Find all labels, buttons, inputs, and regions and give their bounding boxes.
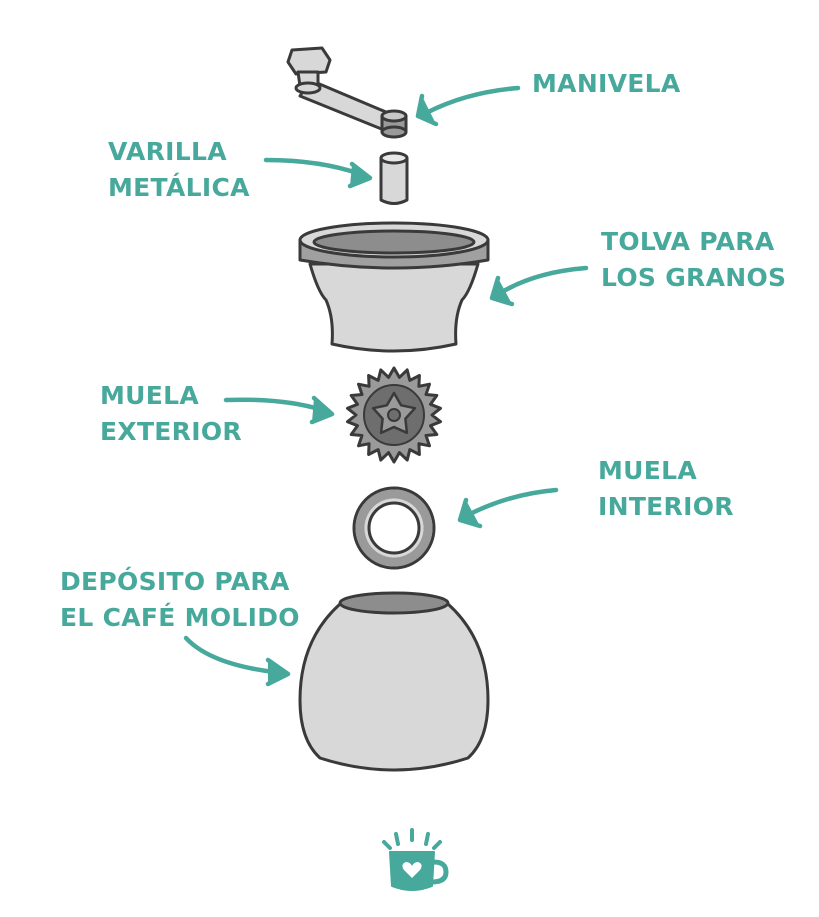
outer-burr-part: [346, 366, 442, 464]
deposito-arrow: [183, 635, 277, 675]
label-line: DEPÓSITO PARA: [60, 567, 290, 596]
label-line: EXTERIOR: [100, 417, 242, 446]
label-tolva: TOLVA PARA LOS GRANOS: [601, 224, 786, 296]
tolva-arrow: [499, 265, 589, 295]
label-line: TOLVA PARA: [601, 227, 775, 256]
deposito-arrowhead: [265, 657, 291, 687]
label-varilla-metalica: VARILLA METÁLICA: [108, 134, 250, 206]
ground-coffee-container-part: [298, 591, 490, 772]
hopper-part: [298, 221, 490, 353]
label-line: LOS GRANOS: [601, 263, 787, 292]
label-line: MUELA: [598, 456, 698, 485]
muela-exterior-arrowhead: [309, 395, 335, 425]
varilla-arrowhead: [347, 161, 373, 189]
metal-rod-part: [379, 151, 409, 205]
label-line: VARILLA: [108, 137, 227, 166]
inner-burr-part: [352, 486, 436, 570]
label-muela-exterior: MUELA EXTERIOR: [100, 378, 242, 450]
manivela-arrowhead: [415, 93, 439, 127]
coffee-mug-heart-icon: [382, 828, 449, 891]
label-muela-interior: MUELA INTERIOR: [598, 453, 734, 525]
muela-interior-arrow: [467, 487, 559, 517]
label-line: MANIVELA: [532, 69, 681, 98]
label-line: METÁLICA: [108, 173, 250, 202]
manivela-arrow: [425, 85, 521, 115]
label-manivela: MANIVELA: [532, 66, 681, 102]
label-line: MUELA: [100, 381, 200, 410]
varilla-arrow: [263, 157, 363, 177]
label-deposito: DEPÓSITO PARA EL CAFÉ MOLIDO: [60, 564, 300, 636]
crank-handle-part: [286, 46, 408, 139]
tolva-arrowhead: [489, 275, 515, 307]
label-line: EL CAFÉ MOLIDO: [60, 603, 300, 632]
label-line: INTERIOR: [598, 492, 734, 521]
muela-interior-arrowhead: [457, 497, 483, 529]
